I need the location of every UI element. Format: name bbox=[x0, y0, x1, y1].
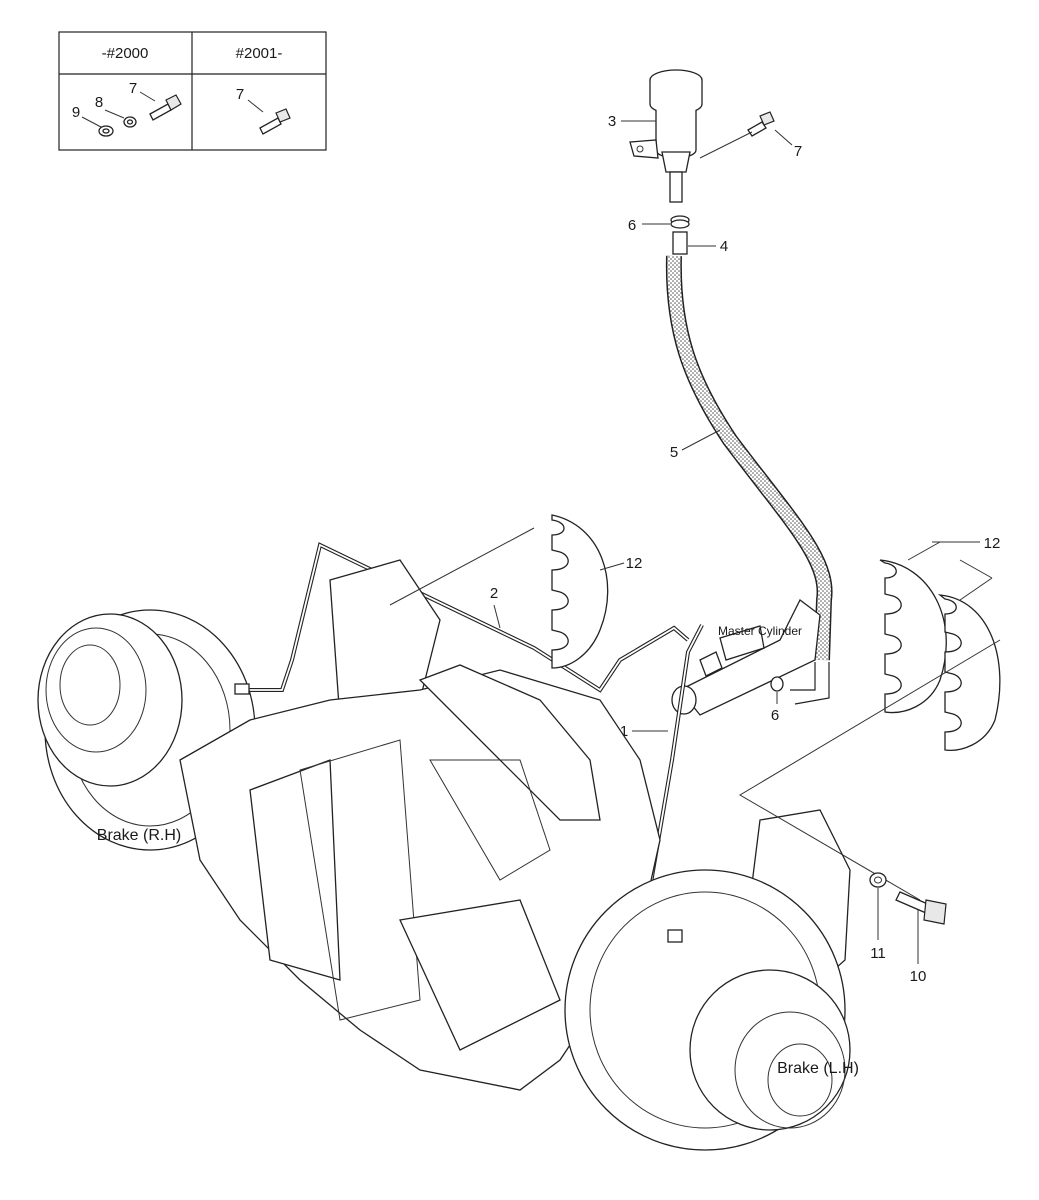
callout-4: 4 bbox=[720, 238, 728, 255]
leader-12-center bbox=[599, 562, 625, 571]
hose-end-fitting bbox=[672, 231, 688, 255]
right-axle-flange bbox=[329, 559, 441, 721]
flange-bolt-7-icon bbox=[259, 108, 291, 135]
variant-table: -#2000 #2001- 9 8 7 7 bbox=[58, 31, 327, 151]
shim-12-right-a-icon bbox=[879, 559, 947, 714]
reservoir-body bbox=[655, 110, 697, 159]
screw-7-icon bbox=[747, 111, 775, 137]
callout-10: 10 bbox=[910, 968, 927, 985]
table-callout-7-b: 7 bbox=[236, 86, 244, 103]
axle-assembly bbox=[37, 559, 851, 1151]
table-callout-7-a: 7 bbox=[129, 80, 137, 97]
shim-set-center bbox=[551, 514, 609, 669]
shim-12-center-icon bbox=[551, 514, 609, 669]
callout-5: 5 bbox=[670, 444, 678, 461]
brake-lh-label: Brake (L.H) bbox=[777, 1060, 859, 1077]
o-ring-6-icon bbox=[770, 676, 784, 692]
callout-1: 1 bbox=[620, 723, 628, 740]
table-header-col2: #2001- bbox=[236, 45, 283, 62]
table-callout-9: 9 bbox=[72, 104, 80, 121]
bolt-7-icon bbox=[149, 94, 182, 121]
callout-6-top: 6 bbox=[628, 217, 636, 234]
leader-8 bbox=[104, 109, 125, 119]
reservoir-hose bbox=[667, 255, 832, 661]
shim-set-right bbox=[879, 559, 1001, 751]
leader-7-b bbox=[247, 99, 264, 113]
reservoir-assembly bbox=[629, 69, 775, 203]
leader-5 bbox=[681, 429, 721, 451]
callout-11: 11 bbox=[870, 945, 886, 962]
leader-9 bbox=[81, 116, 102, 128]
bolt-10-icon bbox=[895, 891, 947, 925]
callout-12-center: 12 bbox=[626, 555, 643, 572]
shim-12-right-b-icon bbox=[937, 594, 1001, 751]
table-callout-8: 8 bbox=[95, 94, 103, 111]
callout-6-bottom: 6 bbox=[771, 707, 779, 724]
brake-pipe-2 bbox=[240, 543, 689, 692]
reservoir-bracket bbox=[629, 139, 659, 159]
reservoir-cap bbox=[649, 80, 703, 115]
callout-12-right: 12 bbox=[984, 535, 1001, 552]
leader-2 bbox=[493, 604, 501, 629]
master-cylinder bbox=[671, 599, 821, 716]
leader-7-a bbox=[139, 91, 156, 102]
brake-rh-label: Brake (R.H) bbox=[97, 827, 181, 844]
washer-11-icon bbox=[869, 872, 887, 888]
callout-7: 7 bbox=[794, 143, 802, 160]
reservoir-outlet bbox=[669, 171, 683, 203]
left-brake-fitting bbox=[667, 929, 683, 943]
master-cylinder-label: Master Cylinder bbox=[718, 624, 802, 638]
callout-2: 2 bbox=[490, 585, 498, 602]
right-brake-fitting bbox=[234, 683, 250, 695]
table-header-col1: -#2000 bbox=[102, 45, 149, 62]
callout-3: 3 bbox=[608, 113, 616, 130]
leader-7 bbox=[774, 129, 793, 146]
